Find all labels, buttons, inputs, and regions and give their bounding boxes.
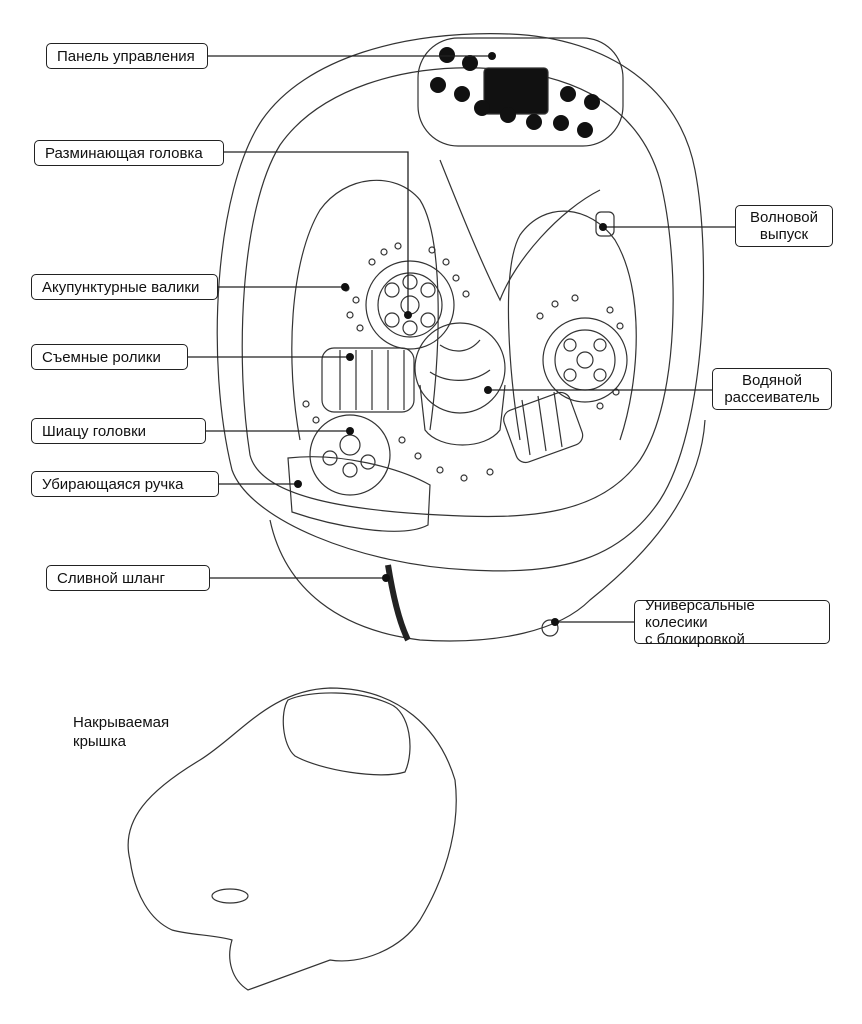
tub-body (216, 33, 705, 572)
leader-lines (188, 55, 735, 623)
center-divider (439, 159, 601, 302)
leader-dots (294, 52, 607, 626)
panel-button-10 (560, 86, 576, 102)
label-control-panel: Панель управления (46, 43, 208, 69)
label-acupuncture-rollers: Акупунктурные валики (31, 274, 218, 300)
universal-wheel (541, 619, 559, 637)
panel-button-8 (553, 115, 569, 131)
panel-button-7 (526, 114, 542, 130)
lid-logo-badge (211, 888, 249, 904)
shiatsu-head (309, 414, 391, 496)
label-cover-lid: Накрываемая крышка (73, 714, 170, 750)
right-kneading-head (542, 317, 628, 403)
control-panel-outline (417, 37, 624, 147)
right-removable-roller (503, 391, 584, 464)
label-drain-hose: Сливной шланг (46, 565, 210, 591)
water-diffuser (414, 322, 506, 414)
panel-button-2 (462, 55, 478, 71)
label-retractable-handle: Убирающаяся ручка (31, 471, 219, 497)
label-shiatsu-heads: Шиацу головки (31, 418, 206, 444)
panel-button-5 (474, 100, 490, 116)
panel-button-11 (584, 94, 600, 110)
label-removable-rollers: Съемные ролики (31, 344, 188, 370)
panel-button-3 (430, 77, 446, 93)
retractable-handle (287, 456, 431, 532)
label-kneading-head: Разминающая головка (34, 140, 224, 166)
tub-inner-rim (241, 67, 674, 518)
panel-button-6 (500, 107, 516, 123)
wave-outlet (595, 211, 615, 237)
left-removable-roller (321, 347, 415, 413)
left-foot-basin (291, 179, 439, 441)
control-panel-lcd (483, 67, 549, 115)
tub-base (269, 419, 706, 642)
drain-hose (385, 564, 411, 642)
panel-button-4 (454, 86, 470, 102)
panel-button-9 (577, 122, 593, 138)
left-kneading-head (365, 260, 455, 350)
cover-lid (127, 687, 457, 991)
acupuncture-dots (302, 242, 624, 482)
panel-button-1 (439, 47, 455, 63)
